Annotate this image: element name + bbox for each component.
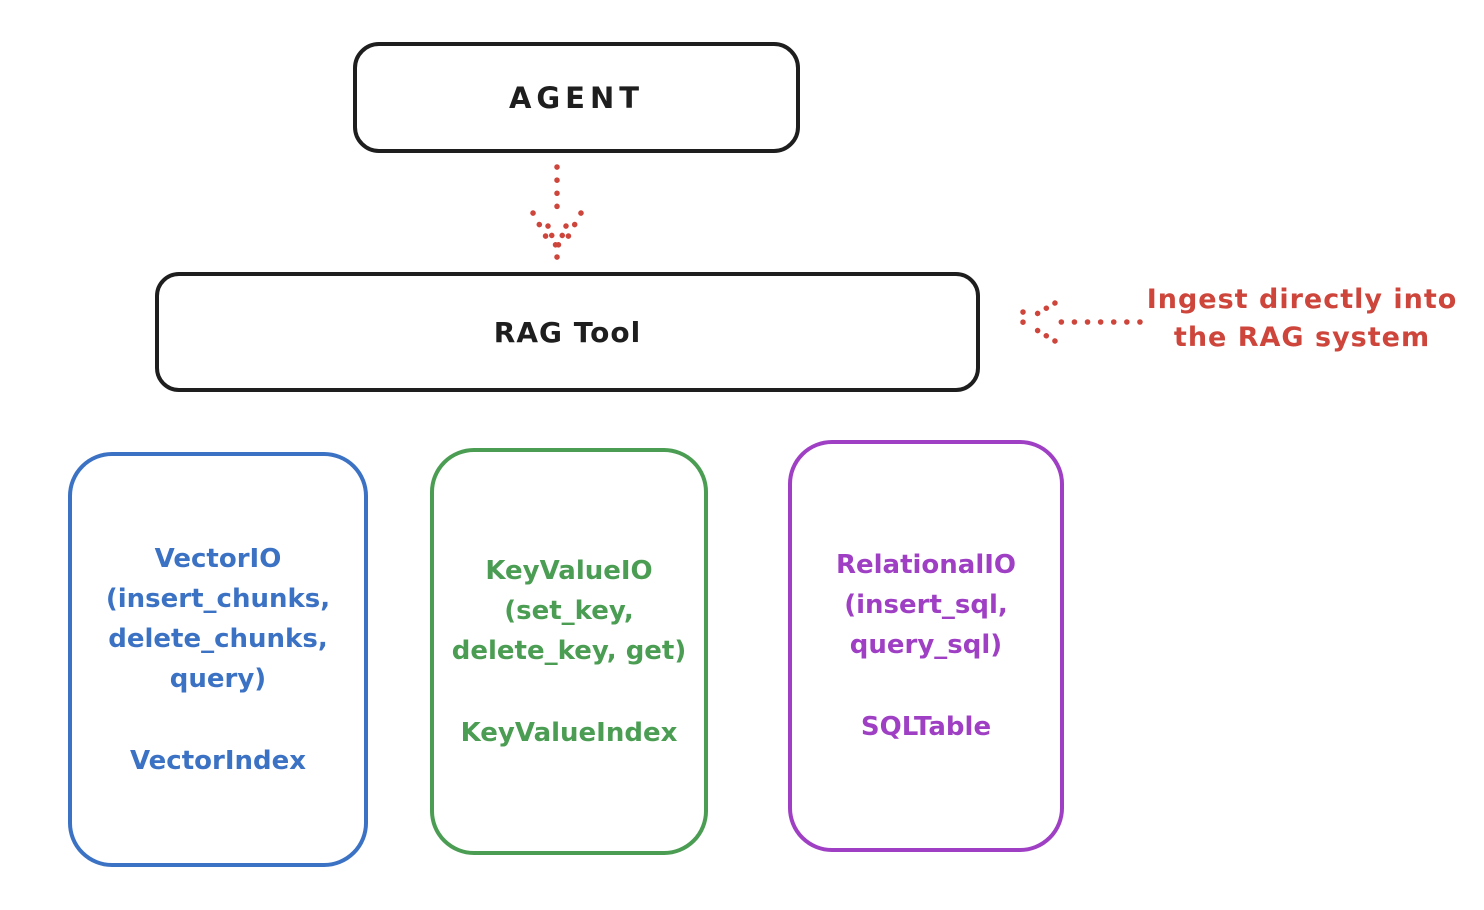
relational-io-title: RelationalIO [835,550,1017,580]
sql-table-label: SQLTable [860,712,992,742]
relational-io-methods-line1: (insert_sql, [844,590,1008,620]
keyvalue-io-title: KeyValueIO [485,555,653,586]
vector-io-title: VectorIO [154,543,282,574]
vector-index-label: VectorIndex [129,745,307,776]
agent-box: AGENT [353,42,800,153]
keyvalue-io-methods-line1: (set_key, [504,595,634,626]
agent-to-ragtool-arrow [530,164,584,260]
keyvalue-io-box: KeyValueIO (set_key, delete_key, get) Ke… [430,448,708,855]
vector-io-methods-line3: query) [169,663,267,694]
keyvalue-io-methods-line2: delete_key, get) [451,635,687,666]
ingest-annotation-line1: Ingest directly into [1146,284,1458,315]
ingest-annotation: Ingest directly into the RAG system [1128,281,1476,357]
agent-box-label: AGENT [508,80,645,115]
rag-tool-box-label: RAG Tool [493,315,642,349]
vector-io-methods-line2: delete_chunks, [108,623,328,654]
vector-io-box: VectorIO (insert_chunks, delete_chunks, … [68,452,368,867]
ingest-annotation-line2: the RAG system [1173,322,1431,353]
relational-io-box: RelationalIO (insert_sql, query_sql) SQL… [788,440,1064,852]
relational-io-methods-line2: query_sql) [849,630,1003,660]
ingest-annotation-arrow [1020,300,1143,344]
rag-tool-box: RAG Tool [155,272,980,392]
vector-io-methods-line1: (insert_chunks, [105,583,331,614]
keyvalue-index-label: KeyValueIndex [460,717,678,748]
